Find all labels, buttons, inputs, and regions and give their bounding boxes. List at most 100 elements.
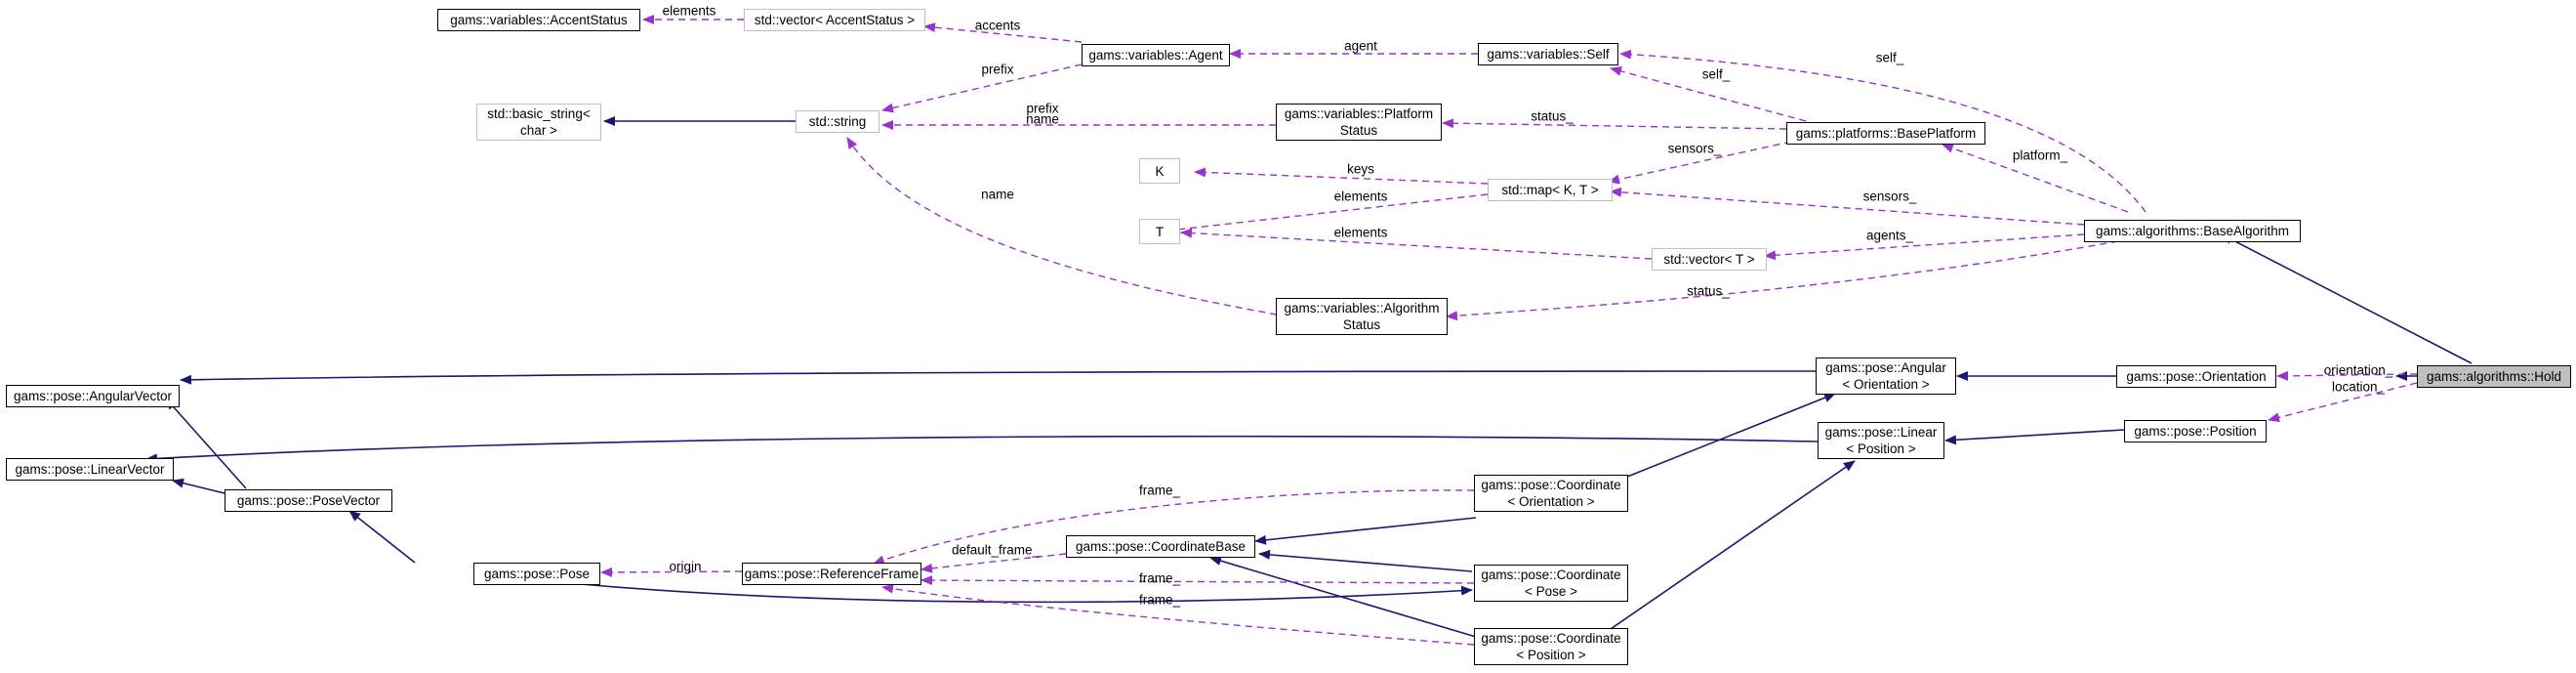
edge-name-algorithm [846,137,1278,315]
edge-linear-position-to-linear-vector [145,435,1819,464]
edge-agents [1764,233,2085,261]
node-linear-position-label-1: gams::pose::Linear [1824,425,1938,440]
node-t-label: T [1155,224,1165,239]
node-k[interactable]: K [1139,158,1180,184]
node-angular-vector[interactable]: gams::pose::AngularVector [6,385,180,407]
node-self[interactable]: gams::variables::Self [1478,43,1618,65]
edge-label-self-top: self_ [1875,50,1904,65]
edge-coord-orientation-to-coordinate-base [1254,517,1477,545]
node-map-kt-label: std::map< K, T > [1501,183,1599,197]
edge-label-name-platform: name [1026,111,1059,127]
node-vector-accent-status-label: std::vector< AccentStatus > [754,13,916,27]
node-algorithm-status-label-1: gams::variables::Algorithm [1284,301,1440,315]
node-angular-vector-label: gams::pose::AngularVector [13,389,173,403]
node-coordinate-orientation[interactable]: gams::pose::Coordinate< Orientation > [1474,475,1628,512]
node-agent-label: gams::variables::Agent [1088,48,1223,63]
node-position-label: gams::pose::Position [2134,424,2257,439]
edge-label-prefix-platform: prefix [1026,101,1059,116]
edge-label-elements-accent: elements [662,3,716,19]
node-angular-orientation-label-2: < Orientation > [1842,377,1930,392]
edge-default-frame [920,553,1067,573]
node-coordinate-position-label-1: gams::pose::Coordinate [1481,631,1621,646]
node-accent-status[interactable]: gams::variables::AccentStatus [437,9,640,31]
edge-pose-vector-to-linear-vector [172,478,225,494]
node-vector-accent-status[interactable]: std::vector< AccentStatus > [744,9,925,31]
node-t[interactable]: T [1139,219,1180,244]
node-std-string[interactable]: std::string [796,110,879,133]
usage-edges [600,15,2418,646]
edge-platform [1942,144,2129,213]
edge-label-elements-map: elements [1333,189,1388,204]
inheritance-edges [145,116,2473,638]
edge-label-frame-pose: frame_ [1138,570,1181,586]
edge-label-name-algorithm: name [981,187,1014,202]
node-base-platform-label: gams::platforms::BasePlatform [1795,126,1977,141]
node-orientation-label: gams::pose::Orientation [2126,369,2267,384]
node-vector-t-label: std::vector< T > [1663,252,1755,267]
node-basic-string[interactable]: std::basic_string<char > [476,104,601,141]
edge-pose-to-coord-pose [580,583,1473,604]
edge-label-sensors-platform: sensors_ [1667,141,1722,156]
edge-self-top [1619,49,2147,213]
node-coordinate-pose[interactable]: gams::pose::Coordinate< Pose > [1474,565,1628,602]
node-basic-string-label-2: char > [520,123,557,138]
node-linear-vector[interactable]: gams::pose::LinearVector [6,458,174,481]
node-accent-status-label: gams::variables::AccentStatus [450,13,628,27]
node-pose-vector-label: gams::pose::PoseVector [236,493,381,508]
node-basic-string-label-1: std::basic_string< [487,106,591,121]
edge-elements-vector [1180,228,1653,260]
edge-label-self-platform: self_ [1701,66,1731,82]
node-coordinate-base[interactable]: gams::pose::CoordinateBase [1066,535,1255,558]
edge-frame-position [881,583,1475,646]
edge-label-frame-position: frame_ [1138,592,1181,608]
edge-label-origin: origin [669,559,702,574]
node-angular-orientation[interactable]: gams::pose::Angular< Orientation > [1816,358,1956,395]
node-self-label: gams::variables::Self [1487,47,1610,62]
node-pose-label: gams::pose::Pose [483,567,591,581]
edge-keys [1194,167,1489,185]
node-coordinate-base-label: gams::pose::CoordinateBase [1075,539,1247,554]
node-linear-vector-label: gams::pose::LinearVector [15,462,165,477]
node-linear-position[interactable]: gams::pose::Linear< Position > [1818,422,1944,459]
node-base-algorithm[interactable]: gams::algorithms::BaseAlgorithm [2084,220,2301,242]
edge-sensors-algorithm [1610,187,2085,226]
node-coordinate-pose-label-2: < Pose > [1524,584,1578,599]
node-pose-vector[interactable]: gams::pose::PoseVector [225,489,392,512]
edge-sensors-platform [1608,141,1792,185]
node-coordinate-pose-label-1: gams::pose::Coordinate [1481,568,1621,582]
edge-label-sensors-algorithm: sensors_ [1862,189,1917,204]
node-k-label: K [1155,163,1165,179]
node-orientation[interactable]: gams::pose::Orientation [2116,365,2276,388]
node-map-kt[interactable]: std::map< K, T > [1488,179,1613,201]
node-coordinate-position[interactable]: gams::pose::Coordinate< Position > [1474,628,1628,665]
node-hold[interactable]: gams::algorithms::Hold [2417,365,2571,388]
edge-label-platform: platform_ [2012,147,2068,163]
edge-status-platform [1442,118,1787,130]
node-coordinate-orientation-label-2: < Orientation > [1507,494,1595,509]
edge-elements-map [1168,193,1489,234]
edge-label-status-platform: status_ [1531,108,1574,124]
node-position[interactable]: gams::pose::Position [2124,420,2267,442]
edge-location [2268,382,2418,423]
edge-label-keys: keys [1347,161,1374,177]
edge-coord-position-to-coordinate-base [1209,556,1477,638]
node-reference-frame[interactable]: gams::pose::ReferenceFrame [742,563,921,585]
edge-label-status-algorithm: status_ [1687,283,1730,299]
edge-label-accents: accents [974,18,1021,33]
edge-prefix-agent [881,63,1083,113]
node-vector-t[interactable]: std::vector< T > [1652,248,1767,271]
node-base-platform[interactable]: gams::platforms::BasePlatform [1786,122,1985,145]
edge-accents [923,22,1083,43]
edge-self-platform [1610,66,1807,122]
edge-label-prefix-agent: prefix [981,62,1014,77]
edge-coord-pose-to-coordinate-base [1258,549,1473,572]
edge-frame-pose [920,575,1475,586]
node-algorithm-status-label-2: Status [1342,317,1381,332]
node-pose[interactable]: gams::pose::Pose [473,563,600,585]
edge-status-algorithm [1446,240,2119,321]
node-agent[interactable]: gams::variables::Agent [1082,44,1230,66]
edge-pose-to-pose-vector [348,510,416,564]
